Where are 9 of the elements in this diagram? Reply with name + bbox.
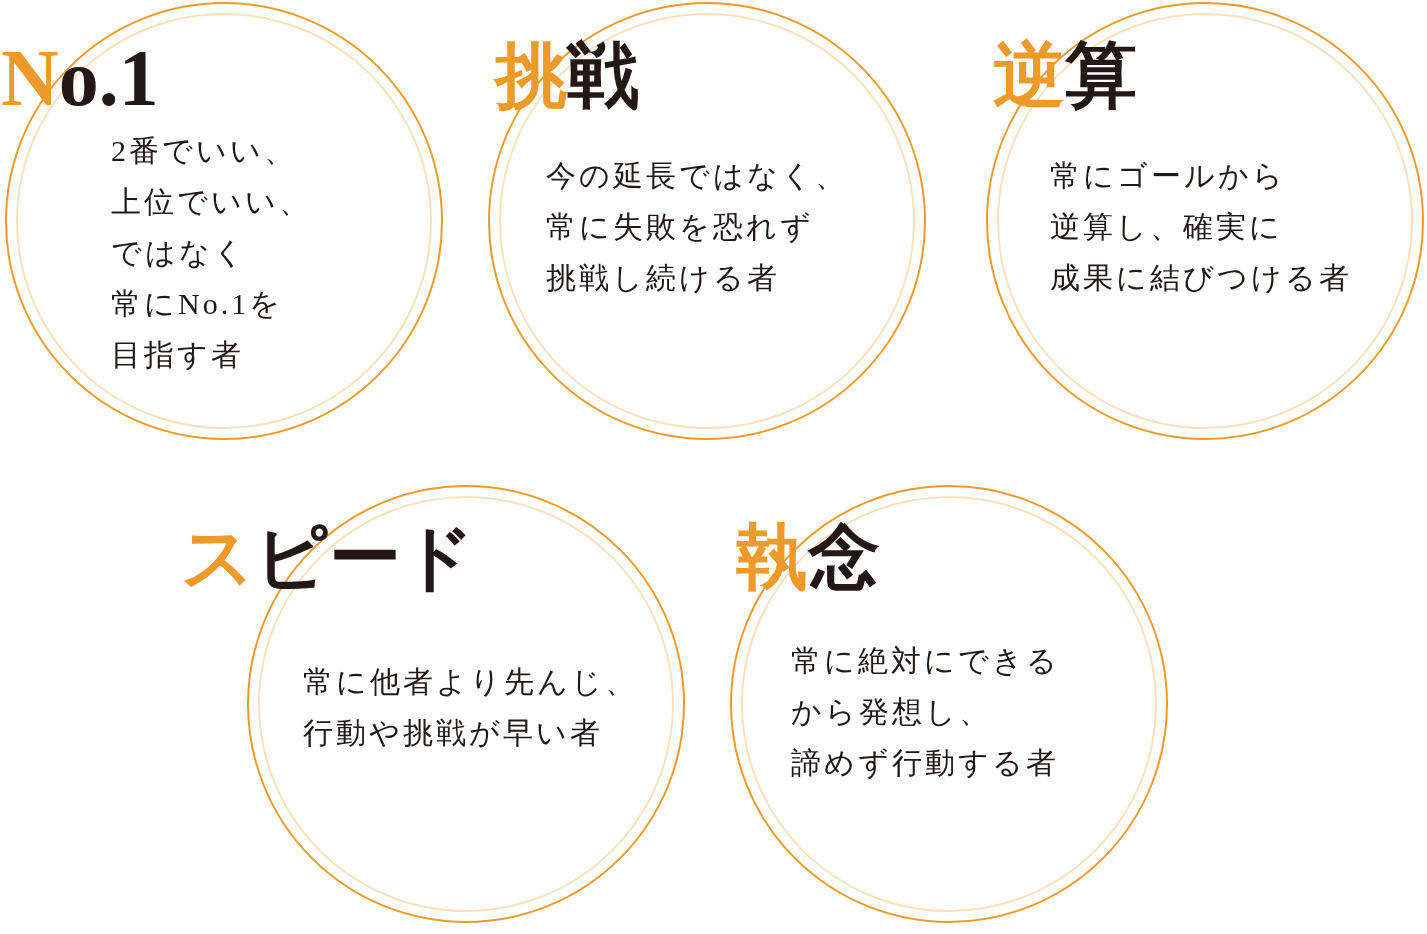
ring-circle bbox=[488, 2, 926, 440]
ring-circle bbox=[730, 485, 1168, 923]
description: 常に絶対にできるから発想し、諦めず行動する者 bbox=[791, 643, 1060, 781]
description: 常にゴールから逆算し、確実に成果に結びつける者 bbox=[1050, 158, 1352, 296]
description: 今の延長ではなく、常に失敗を恐れず挑戦し続ける者 bbox=[546, 158, 848, 296]
heading: No.1 bbox=[1, 38, 159, 118]
description: 2番でいい、上位でいい、ではなく常にNo.1を目指す者 bbox=[111, 133, 312, 373]
description: 常に他者より先んじ、行動や挑戦が早い者 bbox=[303, 664, 638, 751]
ring-circle bbox=[986, 2, 1424, 440]
